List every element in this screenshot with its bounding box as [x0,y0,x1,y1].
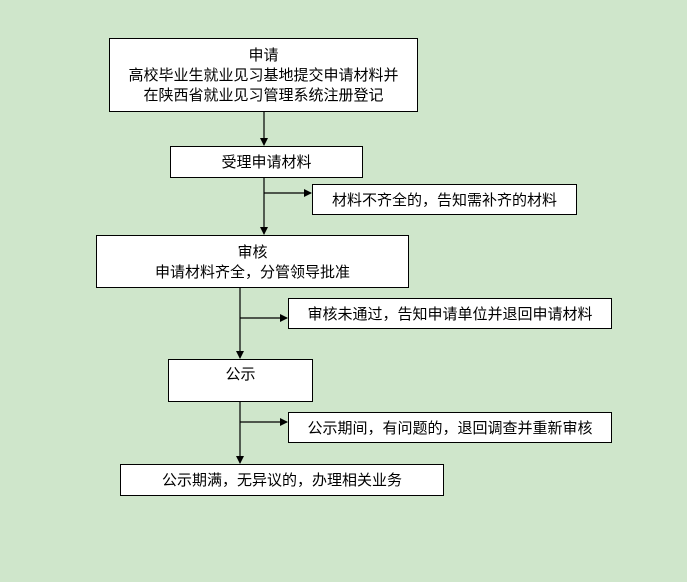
accept-step-box: 受理申请材料 [170,146,363,178]
publicity-step-box: 公示 [168,359,313,402]
publicity-issue-note-label: 公示期间，有问题的，退回调查并重新审核 [307,418,593,437]
review-fail-note-label: 审核未通过，告知申请单位并退回申请材料 [307,304,593,323]
apply-step-line1: 高校毕业生就业见习基地提交申请材料并 [128,66,399,84]
apply-step-box: 申请 高校毕业生就业见习基地提交申请材料并 在陕西省就业见习管理系统注册登记 [109,38,418,112]
review-fail-note-box: 审核未通过，告知申请单位并退回申请材料 [288,298,612,329]
incomplete-note-box: 材料不齐全的，告知需补齐的材料 [312,184,577,215]
publicity-issue-note-box: 公示期间，有问题的，退回调查并重新审核 [288,412,612,443]
review-step-title: 审核 [237,242,268,261]
final-step-box: 公示期满，无异议的，办理相关业务 [120,464,444,496]
apply-step-title: 申请 [248,46,279,64]
apply-step-line2: 在陕西省就业见习管理系统注册登记 [143,86,384,104]
final-step-label: 公示期满，无异议的，办理相关业务 [161,471,402,489]
incomplete-note-label: 材料不齐全的，告知需补齐的材料 [331,190,557,209]
publicity-step-label: 公示 [225,365,256,383]
review-step-line1: 申请材料齐全，分管领导批准 [154,262,350,281]
review-step-box: 审核 申请材料齐全，分管领导批准 [96,235,409,288]
accept-step-label: 受理申请材料 [221,153,312,171]
